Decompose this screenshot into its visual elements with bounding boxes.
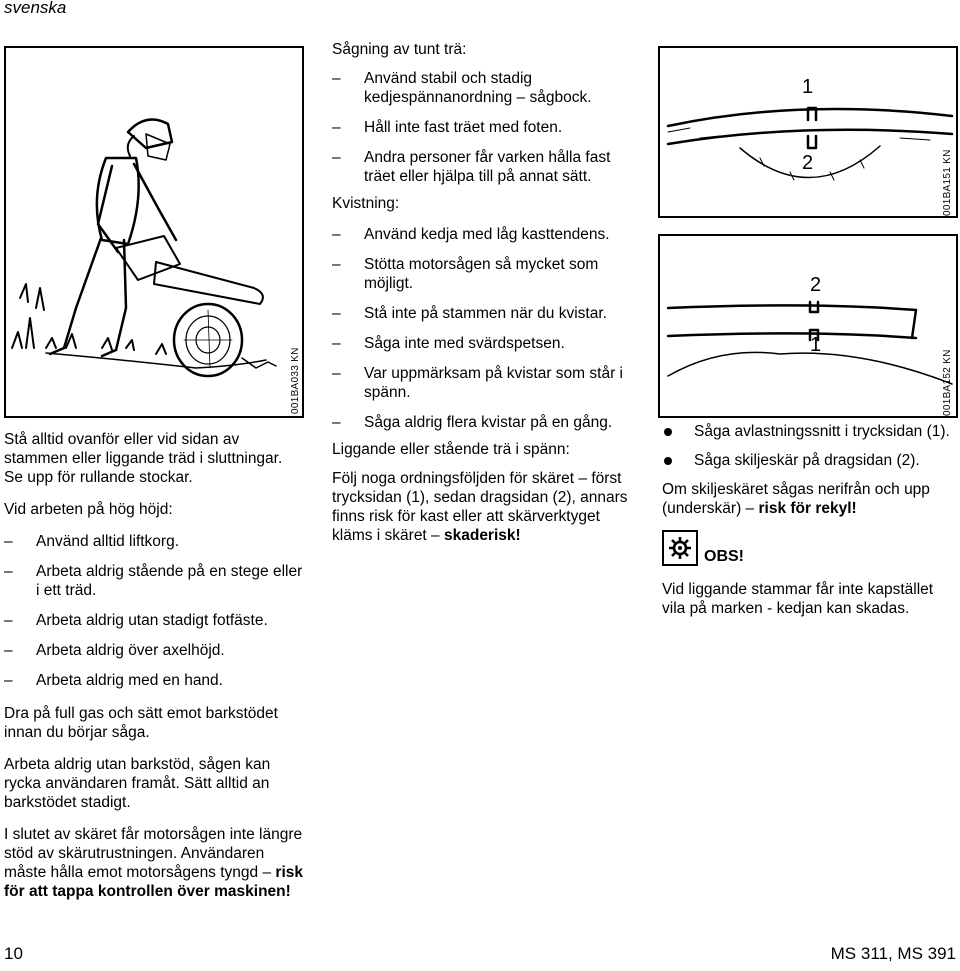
list-item: –Andra personer får varken hålla fast tr… — [332, 149, 611, 185]
list-item: –Stå inte på stammen när du kvistar. — [332, 305, 607, 322]
operator-cutting-illustration — [11, 118, 277, 378]
figure-tension-top: 1 2 001BA151 KN — [658, 46, 958, 218]
warning-notice: OBS! — [662, 530, 958, 566]
cut-label-2: 2 — [810, 274, 822, 296]
kickback-warning: risk för rekyl! — [758, 500, 857, 517]
underskar-paragraph: Om skiljeskäret sågas nerifrån och upp (… — [662, 481, 930, 517]
list-item: –Använd alltid liftkorg. — [4, 533, 180, 550]
fullgas-paragraph: Dra på full gas och sätt emot barkstödet… — [4, 705, 278, 741]
list-item: –Var uppmärksam på kvistar som står i sp… — [332, 365, 623, 401]
warning-label: OBS! — [704, 548, 744, 565]
column-1: Stå alltid ovanför eller vid sidan av st… — [4, 430, 304, 914]
list-item: –Håll inte fast träet med foten. — [332, 119, 563, 136]
list-item: –Såga aldrig flera kvistar på en gång. — [332, 414, 613, 431]
height-heading: Vid arbeten på hög höjd: — [4, 501, 173, 518]
figure-tension-bottom: 2 1 001BA152 KN — [658, 234, 958, 418]
bullet-item: Såga avlastningssnitt i trycksidan (1). — [662, 422, 958, 441]
tension-paragraph: Följ noga ordningsföljden för skäret – f… — [332, 470, 628, 544]
figure-code: 001BA152 KN — [942, 349, 953, 416]
end-of-cut-paragraph: I slutet av skäret får motorsågen inte l… — [4, 826, 303, 900]
list-item: –Använd stabil och stadig kedjespännanor… — [332, 70, 592, 106]
barkstod-paragraph: Arbeta aldrig utan barkstöd, sågen kan r… — [4, 756, 271, 811]
cut-label-1: 1 — [810, 334, 822, 356]
list-item: –Arbeta aldrig över axelhöjd. — [4, 642, 225, 659]
kvistning-heading: Kvistning: — [332, 195, 400, 212]
list-item: –Stötta motorsågen så mycket som möjligt… — [332, 256, 599, 292]
list-item: –Arbeta aldrig utan stadigt fotfäste. — [4, 612, 268, 629]
tension-bottom-illustration — [666, 300, 953, 385]
model-name: MS 311, MS 391 — [830, 944, 956, 963]
bullet-item: Såga skiljeskär på dragsidan (2). — [662, 451, 958, 470]
thin-wood-heading: Sågning av tunt trä: — [332, 41, 467, 58]
cut-label-1: 1 — [802, 76, 814, 98]
injury-warning: skaderisk! — [443, 527, 521, 544]
page-number: 10 — [4, 944, 23, 963]
figure-code: 001BA151 KN — [942, 149, 953, 216]
warning-paragraph: Vid liggande stammar får inte kapstället… — [662, 581, 934, 617]
cut-label-2: 2 — [802, 152, 814, 174]
column-3: Såga avlastningssnitt i trycksidan (1). … — [662, 422, 958, 631]
intro-paragraph: Stå alltid ovanför eller vid sidan av st… — [4, 431, 283, 486]
column-2: Sågning av tunt trä: –Använd stabil och … — [332, 40, 632, 558]
list-item: –Såga inte med svärdspetsen. — [332, 335, 565, 352]
gear-warning-icon — [662, 530, 698, 566]
risk-warning: risk för att tappa kontrollen över maski… — [4, 864, 303, 900]
tension-top-illustration — [666, 106, 954, 181]
tension-heading: Liggande eller stående trä i spänn: — [332, 441, 570, 458]
figure-code: 001BA033 KN — [290, 347, 301, 414]
figure-operator-cutting: 001BA033 KN — [4, 46, 304, 418]
language-label: svenska — [4, 0, 67, 17]
list-item: –Arbeta aldrig stående på en stege eller… — [4, 563, 303, 599]
list-item: –Arbeta aldrig med en hand. — [4, 672, 223, 689]
list-item: –Använd kedja med låg kasttendens. — [332, 226, 610, 243]
